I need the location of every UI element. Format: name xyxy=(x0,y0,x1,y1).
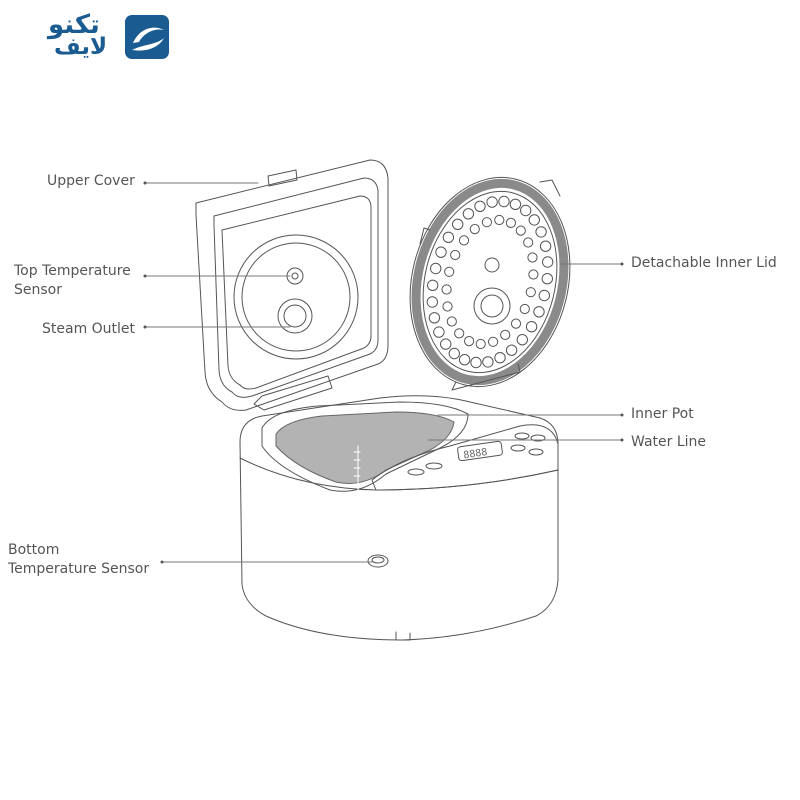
vent-hole xyxy=(538,289,550,302)
vent-hole xyxy=(444,266,455,277)
vent-hole xyxy=(470,356,482,369)
water-line-scale xyxy=(353,445,361,493)
vent-hole xyxy=(500,329,511,340)
detachable-inner-lid-shape xyxy=(409,176,571,391)
vent-hole xyxy=(519,303,530,315)
vent-hole xyxy=(509,198,522,211)
vent-hole xyxy=(440,338,452,350)
vent-hole xyxy=(469,224,480,235)
label-detachable-inner-lid: Detachable Inner Lid xyxy=(631,255,777,271)
vent-hole xyxy=(486,196,498,208)
label-inner-pot: Inner Pot xyxy=(631,406,694,422)
upper-cover-shape xyxy=(195,159,389,411)
vent-hole xyxy=(494,352,506,364)
bottom-temperature-sensor-shape xyxy=(367,554,389,568)
vent-hole xyxy=(541,273,553,285)
vent-hole xyxy=(428,312,441,324)
label-top-temperature-sensor-line2: Sensor xyxy=(14,282,62,298)
inner-lid-vent-holes xyxy=(426,195,554,369)
vent-hole xyxy=(481,217,492,228)
vent-hole xyxy=(458,354,471,366)
vent-hole xyxy=(454,328,465,339)
vent-hole xyxy=(520,204,532,217)
label-bottom-temperature-sensor: Bottom Temperature Sensor xyxy=(8,541,149,579)
vent-hole xyxy=(525,287,536,298)
vent-hole xyxy=(448,347,460,360)
vent-hole xyxy=(494,214,505,226)
vent-hole xyxy=(458,235,470,246)
label-top-temperature-sensor: Top Temperature Sensor xyxy=(14,262,131,300)
leader-dots xyxy=(143,181,624,564)
brand-swoosh-icon xyxy=(125,15,169,59)
label-bottom-temperature-sensor-line2: Temperature Sensor xyxy=(8,561,150,577)
vent-hole xyxy=(533,306,545,318)
vent-hole xyxy=(427,279,439,291)
vent-hole xyxy=(528,214,540,226)
vent-hole xyxy=(475,338,486,350)
vent-hole xyxy=(525,321,538,333)
vent-hole xyxy=(450,249,461,261)
vent-hole xyxy=(452,218,464,231)
vent-hole xyxy=(505,344,518,356)
vent-hole xyxy=(516,334,528,346)
vent-hole xyxy=(488,336,499,347)
vent-hole xyxy=(528,269,539,280)
label-top-temperature-sensor-line1: Top Temperature xyxy=(14,263,131,279)
label-water-line: Water Line xyxy=(631,434,707,450)
steam-outlet-shape xyxy=(277,298,313,334)
label-steam-outlet: Steam Outlet xyxy=(42,321,136,337)
vent-hole xyxy=(430,262,442,275)
vent-hole xyxy=(515,225,526,236)
vent-hole xyxy=(442,301,453,312)
control-panel-shape xyxy=(371,424,559,491)
vent-hole xyxy=(510,318,522,329)
vent-hole xyxy=(426,296,438,308)
vent-hole xyxy=(435,246,447,258)
vent-hole xyxy=(505,217,516,228)
vent-hole xyxy=(482,356,494,368)
vent-hole xyxy=(535,226,547,238)
vent-hole xyxy=(523,237,534,248)
vent-hole xyxy=(527,252,538,263)
vent-hole xyxy=(498,195,510,208)
vent-hole xyxy=(464,336,475,347)
vent-hole xyxy=(433,326,445,338)
label-bottom-temperature-sensor-line1: Bottom xyxy=(8,542,60,558)
vent-hole xyxy=(442,231,455,244)
vent-hole xyxy=(441,284,452,295)
brand-logo: تکنو لایف xyxy=(48,10,178,62)
vent-hole xyxy=(446,316,457,327)
label-upper-cover: Upper Cover xyxy=(47,173,135,189)
lid-hinge-shape xyxy=(253,375,333,411)
vent-hole xyxy=(542,256,554,268)
vent-hole xyxy=(462,208,475,220)
brand-name-line2: لایف xyxy=(54,34,108,60)
control-panel-display: 8888 xyxy=(463,447,488,461)
brand-name-line1: تکنو xyxy=(48,10,100,40)
vent-hole xyxy=(539,240,552,252)
leader-lines xyxy=(144,182,623,563)
vent-hole xyxy=(474,200,486,213)
